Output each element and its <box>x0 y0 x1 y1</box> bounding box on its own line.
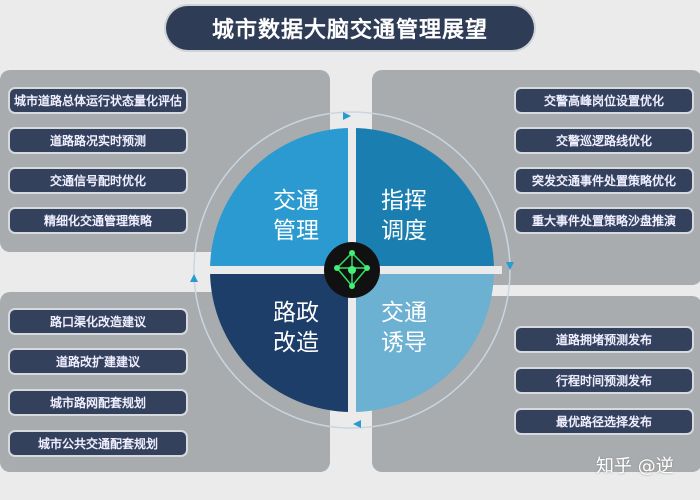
arrow-icon <box>343 112 351 120</box>
item-button[interactable]: 城市道路总体运行状态量化评估 <box>8 87 188 114</box>
item-button[interactable]: 突发交通事件处置策略优化 <box>514 167 694 194</box>
quadrant-label: 交通 <box>381 300 427 326</box>
network-hub-icon <box>324 242 380 298</box>
quadrant-tr-shape <box>352 128 494 270</box>
item-button[interactable]: 道路路况实时预测 <box>8 127 188 154</box>
quadrant-label: 路政 <box>273 300 319 326</box>
arrow-icon <box>190 274 198 282</box>
item-button[interactable]: 路口渠化改造建议 <box>8 308 188 335</box>
quadrant-label: 改造 <box>273 330 319 356</box>
quadrant-label: 指挥 <box>381 188 427 214</box>
item-button[interactable]: 精细化交通管理策略 <box>8 207 188 234</box>
quadrant-bl-shape <box>210 270 352 412</box>
arrow-icon <box>506 262 514 270</box>
quadrant-label: 管理 <box>273 218 319 244</box>
watermark: 知乎 @逆 <box>596 456 674 477</box>
quadrant-traffic-management: 交通管理 <box>266 186 326 246</box>
item-button[interactable]: 城市公共交通配套规划 <box>8 430 188 457</box>
item-button[interactable]: 最优路径选择发布 <box>514 408 694 435</box>
page-title: 城市数据大脑交通管理展望 <box>166 6 534 50</box>
quadrant-label: 诱导 <box>381 330 427 356</box>
item-button[interactable]: 行程时间预测发布 <box>514 367 694 394</box>
quadrant-label: 交通 <box>273 188 319 214</box>
quadrant-command-dispatch: 指挥调度 <box>374 186 434 246</box>
quadrant-label: 调度 <box>381 218 427 244</box>
item-button[interactable]: 交警巡逻路线优化 <box>514 127 694 154</box>
arrow-icon <box>353 420 361 428</box>
quadrant-traffic-guidance: 交通诱导 <box>374 298 434 358</box>
quadrant-tl-shape <box>210 128 352 270</box>
item-button[interactable]: 交通信号配时优化 <box>8 167 188 194</box>
quadrant-br-shape <box>352 270 494 412</box>
item-button[interactable]: 交警高峰岗位设置优化 <box>514 87 694 114</box>
item-button[interactable]: 城市路网配套规划 <box>8 389 188 416</box>
item-button[interactable]: 重大事件处置策略沙盘推演 <box>514 207 694 234</box>
quadrant-road-renovation: 路政改造 <box>266 298 326 358</box>
item-button[interactable]: 道路改扩建建议 <box>8 348 188 375</box>
item-button[interactable]: 道路拥堵预测发布 <box>514 326 694 353</box>
